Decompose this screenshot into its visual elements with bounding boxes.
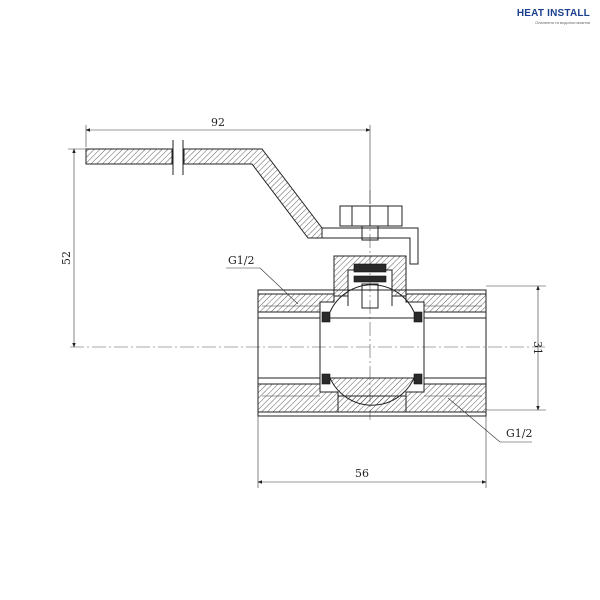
dim-label-52: 52 (60, 251, 73, 265)
center-lines (70, 190, 545, 420)
dim-body-height: 31 (486, 285, 546, 411)
thread-callout-bottom: G1/2 (447, 397, 533, 443)
thread-label-top: G1/2 (228, 254, 255, 267)
hex-nut (339, 205, 403, 241)
logo-title: HEAT INSTALL (516, 8, 590, 19)
dim-handle-length: 92 (85, 116, 371, 204)
dim-body-length: 56 (257, 416, 487, 488)
thread-label-bottom: G1/2 (506, 427, 533, 440)
dim-label-56: 56 (355, 467, 369, 480)
dim-height: 52 (60, 148, 86, 348)
logo-subtitle: Опалення та водопостачання (535, 20, 590, 25)
dim-label-31: 31 (531, 341, 544, 355)
valve-ball (321, 284, 423, 406)
dim-label-92: 92 (211, 116, 225, 129)
thread-callout-top: G1/2 (226, 254, 299, 305)
brand-logo: HEAT INSTALL Опалення та водопостачання (517, 8, 590, 25)
valve-stem (333, 255, 407, 309)
valve-handle (85, 140, 419, 265)
